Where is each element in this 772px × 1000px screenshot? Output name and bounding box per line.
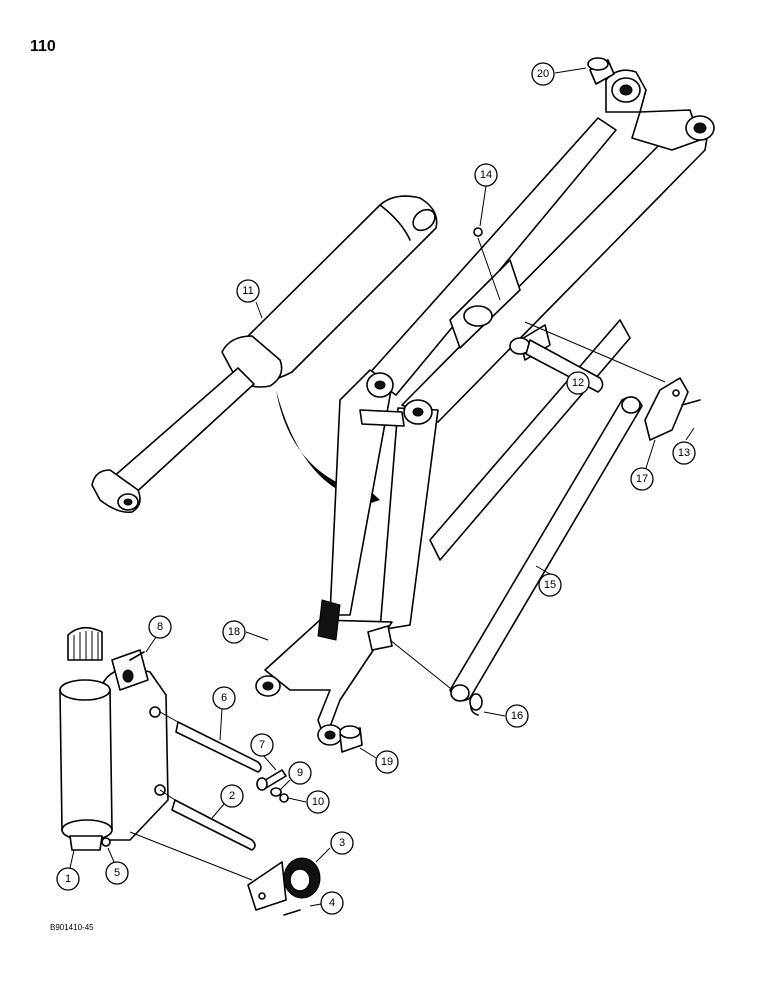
svg-text:6: 6 xyxy=(221,692,227,704)
svg-text:20: 20 xyxy=(537,68,549,80)
svg-text:2: 2 xyxy=(229,790,235,802)
callout-3: 3 xyxy=(315,831,354,863)
svg-text:19: 19 xyxy=(381,756,393,768)
nut-14 xyxy=(473,227,483,237)
callout-4: 4 xyxy=(309,891,344,915)
callout-1: 1 xyxy=(56,849,80,891)
pin-2 xyxy=(171,799,256,851)
bushing-20 xyxy=(587,57,615,85)
bushing-19 xyxy=(339,725,363,753)
svg-text:17: 17 xyxy=(636,473,648,485)
callout-20: 20 xyxy=(531,62,587,86)
link-bar xyxy=(449,396,643,702)
pin-6 xyxy=(175,721,262,773)
callout-11: 11 xyxy=(236,279,263,319)
svg-text:14: 14 xyxy=(480,169,492,181)
bolt-4 xyxy=(283,909,301,916)
svg-text:9: 9 xyxy=(297,767,303,779)
callout-19: 19 xyxy=(359,747,399,774)
callout-17: 17 xyxy=(630,439,656,491)
svg-text:15: 15 xyxy=(544,579,556,591)
callout-15: 15 xyxy=(535,565,562,597)
svg-text:13: 13 xyxy=(678,447,690,459)
svg-text:7: 7 xyxy=(259,739,265,751)
callout-2: 2 xyxy=(211,784,244,819)
stop-roller xyxy=(247,857,321,911)
callout-7: 7 xyxy=(250,733,277,771)
svg-text:5: 5 xyxy=(114,867,120,879)
callout-12: 12 xyxy=(566,371,590,395)
svg-text:10: 10 xyxy=(312,796,324,808)
svg-text:3: 3 xyxy=(339,837,345,849)
callout-10: 10 xyxy=(287,790,330,814)
callout-9: 9 xyxy=(279,761,312,791)
callout-16: 16 xyxy=(483,704,529,728)
callout-18: 18 xyxy=(222,620,269,644)
page-number: 110 xyxy=(30,38,56,55)
svg-text:1: 1 xyxy=(65,873,71,885)
retainer-plate xyxy=(644,377,701,441)
bolt-assembly xyxy=(256,769,289,803)
figure-code: B901410-45 xyxy=(50,923,94,932)
swing-pivot xyxy=(59,626,169,851)
callout-13: 13 xyxy=(672,427,696,465)
svg-text:18: 18 xyxy=(228,626,240,638)
callout-8: 8 xyxy=(145,615,172,653)
callout-14: 14 xyxy=(474,163,498,227)
svg-text:8: 8 xyxy=(157,621,163,633)
svg-text:4: 4 xyxy=(329,897,335,909)
hydraulic-cylinder xyxy=(91,195,438,514)
callout-6: 6 xyxy=(212,686,236,741)
nut-5 xyxy=(101,837,111,847)
bolt-8 xyxy=(129,651,145,661)
svg-text:12: 12 xyxy=(572,377,584,389)
svg-text:16: 16 xyxy=(511,710,523,722)
svg-text:11: 11 xyxy=(242,285,253,297)
ring-pin xyxy=(469,693,483,716)
callout-5: 5 xyxy=(105,847,129,885)
